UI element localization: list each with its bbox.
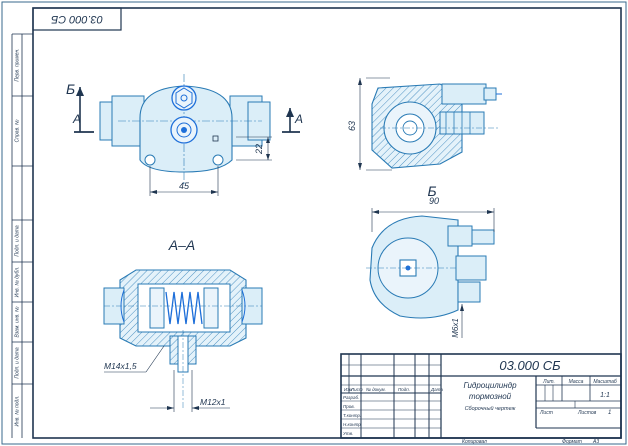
section-mark-a-left: А — [72, 112, 81, 126]
format-label: Формат — [562, 439, 582, 445]
section-a-a — [103, 269, 263, 412]
title-doc-code: 03.000 СБ — [499, 358, 561, 373]
side-label-3: Подп. и дата — [15, 225, 21, 257]
side-label-1: Перв. примен. — [15, 48, 21, 81]
side-label-7: Инв. № подл. — [15, 395, 21, 426]
front-view — [74, 74, 300, 196]
title-doc-type: Сборочный чертеж — [465, 405, 516, 412]
sheet-label: Лист — [539, 410, 553, 416]
thread-m14: М14х1,5 — [104, 361, 137, 371]
side-label-5: Взам. инв. № — [15, 306, 21, 338]
corner-code-box: 03.000 СБ — [32, 7, 122, 31]
copied-label: Копировал — [462, 439, 487, 445]
format-value: А3 — [592, 439, 599, 445]
side-strip: Перв. примен. Справ. № Подп. и дата Инв.… — [11, 33, 33, 438]
side-label-4: Инв. № дубл. — [15, 267, 21, 298]
title-block — [340, 353, 622, 439]
mass-header: Масса — [569, 379, 584, 385]
section-mark-b: Б — [66, 81, 75, 97]
inner-frame — [32, 7, 622, 439]
role-label-1: Разраб. — [343, 395, 359, 400]
dim-22: 22 — [254, 144, 264, 155]
view-b — [366, 208, 495, 338]
dim-45: 45 — [179, 181, 190, 191]
rev-header-5: Дата — [430, 387, 443, 392]
role-label-4: Н.контр. — [343, 422, 362, 427]
side-view — [358, 77, 502, 171]
corner-code: 03.000 СБ — [51, 13, 103, 25]
rev-header-4: Подп. — [398, 387, 410, 392]
section-mark-a-right: А — [294, 112, 303, 126]
rev-header-2: Лист — [350, 387, 363, 392]
thread-m6: М6х1 — [451, 318, 460, 338]
role-label-2: Пров. — [343, 404, 355, 409]
thread-m12: М12х1 — [200, 397, 226, 407]
rev-header-1: Изм — [344, 387, 352, 392]
dim-90: 90 — [429, 196, 439, 206]
side-label-6: Подп. и дата — [15, 347, 21, 379]
section-title: А–А — [168, 237, 195, 253]
dim-63: 63 — [347, 121, 357, 131]
role-label-3: Т.контр. — [343, 413, 361, 418]
role-label-5: Утв. — [343, 431, 353, 436]
scale-value: 1:1 — [600, 392, 610, 399]
sheets-value: 1 — [608, 410, 611, 416]
sheets-label: Листов — [577, 410, 597, 416]
title-name-line2: тормозной — [469, 392, 512, 401]
side-label-2: Справ. № — [15, 119, 21, 142]
view-b-title: Б — [427, 183, 436, 199]
scale-header: Масштаб — [593, 379, 617, 385]
lit-header: Лит. — [542, 379, 555, 385]
title-name-line1: Гидроцилиндр — [463, 381, 517, 390]
rev-header-3: № докум. — [366, 387, 386, 392]
